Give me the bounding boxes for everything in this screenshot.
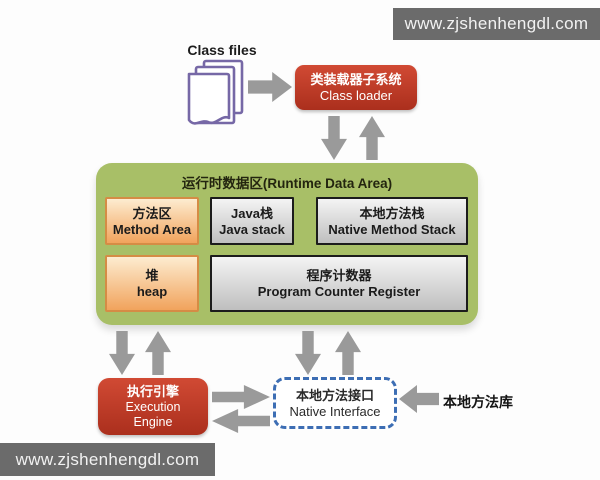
native-library-label: 本地方法库: [443, 394, 513, 410]
native-interface-label-zh: 本地方法接口: [295, 387, 374, 403]
class-files-label: Class files: [187, 42, 257, 58]
method-area-box: 方法区 Method Area: [105, 197, 199, 245]
execution-engine-label-en1: Execution: [125, 400, 181, 414]
runtime-data-area-title: 运行时数据区(Runtime Data Area): [181, 176, 393, 191]
arrow-left-icon: [212, 409, 270, 433]
heap-label-zh: 堆: [145, 268, 159, 283]
method-area-label-en: Method Area: [112, 221, 192, 237]
arrow-up-icon: [335, 331, 361, 375]
class-loader-label-en: Class loader: [319, 88, 393, 103]
native-interface-label-en: Native Interface: [289, 403, 381, 419]
java-stack-label-en: Java stack: [219, 221, 285, 237]
class-loader-label-zh: 类装载器子系统: [310, 72, 402, 87]
runtime-data-area-container: 运行时数据区(Runtime Data Area) 方法区 Method Are…: [96, 163, 478, 325]
arrow-up-icon: [359, 116, 385, 160]
class-files-stack-icon: [187, 59, 244, 125]
pc-register-label-zh: 程序计数器: [306, 268, 372, 283]
native-method-stack-label-zh: 本地方法栈: [359, 205, 425, 221]
native-method-stack-label-en: Native Method Stack: [328, 221, 456, 237]
class-loader-box: 类装载器子系统 Class loader: [295, 65, 417, 110]
java-stack-label-zh: Java栈: [231, 205, 273, 221]
native-method-stack-box: 本地方法栈 Native Method Stack: [316, 197, 468, 245]
execution-engine-box: 执行引擎 Execution Engine: [98, 378, 208, 435]
arrow-right-icon: [248, 72, 292, 102]
heap-label-en: heap: [136, 284, 168, 299]
arrow-down-icon: [321, 116, 347, 160]
watermark-top: www.zjshenhengdl.com: [393, 8, 600, 40]
heap-box: 堆 heap: [105, 255, 199, 312]
native-interface-box: 本地方法接口 Native Interface: [273, 377, 397, 429]
arrow-down-icon: [295, 331, 321, 375]
pc-register-label-en: Program Counter Register: [257, 284, 421, 299]
method-area-label-zh: 方法区: [132, 205, 172, 221]
execution-engine-label-en2: Engine: [133, 415, 173, 429]
watermark-bottom: www.zjshenhengdl.com: [0, 443, 215, 476]
execution-engine-label-zh: 执行引擎: [126, 384, 179, 399]
arrow-right-icon: [212, 385, 270, 409]
arrow-left-icon: [399, 385, 439, 413]
arrow-down-icon: [109, 331, 135, 375]
arrow-up-icon: [145, 331, 171, 375]
program-counter-register-box: 程序计数器 Program Counter Register: [210, 255, 468, 312]
java-stack-box: Java栈 Java stack: [210, 197, 294, 245]
